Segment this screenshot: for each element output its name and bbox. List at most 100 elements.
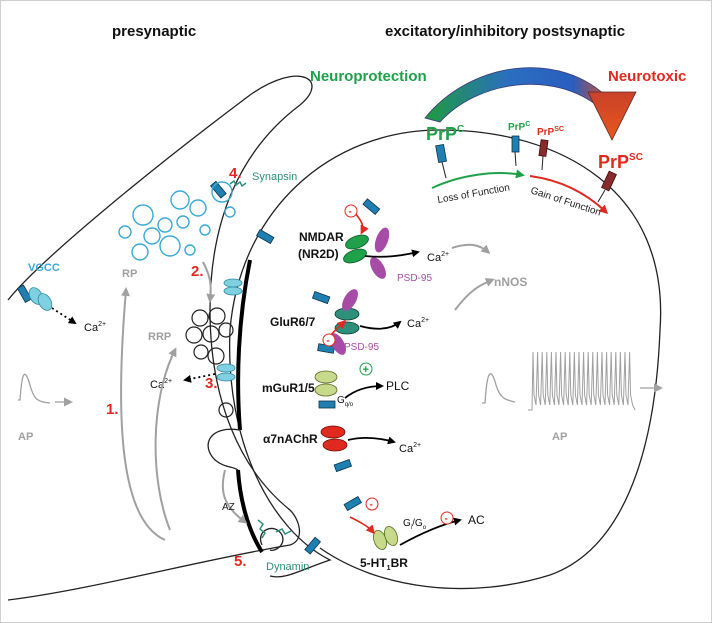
recycle-to-rp-arrow	[120, 287, 166, 541]
vgcc-label: VGCC	[28, 262, 60, 274]
psd95-icon	[370, 257, 386, 279]
ca-to-nnos-arrow	[451, 243, 491, 254]
ca-glur-label: Ca2+	[407, 317, 429, 330]
glur-ca-to-nnos-arrow	[454, 278, 495, 311]
step-1-label: 1.	[106, 401, 119, 418]
prpsc-anchor-large-icon	[597, 170, 617, 203]
nachr-label: α7nAChR	[263, 432, 318, 446]
prpsc-small-label: PrPSC	[537, 126, 564, 138]
membrane-receptor-icon	[362, 198, 381, 216]
plc-plus-label: +	[363, 364, 369, 376]
reserve-pool-vesicles	[118, 190, 236, 261]
plc-label: PLC	[386, 379, 410, 393]
mglur-receptor-icon	[314, 370, 338, 384]
glur-minus-badge	[322, 333, 336, 347]
nmdar-receptor-icon	[343, 248, 367, 264]
nmdar-minus-label: -	[349, 207, 352, 218]
synapsin-label: Synapsin	[252, 171, 297, 183]
postsynaptic-ap-trace	[482, 372, 516, 404]
exocytosis-pocket	[207, 428, 241, 471]
mglur-label: mGuR1/5	[262, 381, 315, 395]
ht1br-minus-badge	[365, 497, 379, 511]
ht1br-label: 5-HT1BR	[360, 556, 408, 572]
membrane-receptor-icon	[311, 290, 331, 305]
rp-to-rrp-arrow	[202, 261, 216, 303]
membrane-receptor-icon	[256, 228, 275, 245]
readily-releasable-vesicles	[185, 307, 234, 418]
recycle-to-rrp-arrow	[154, 347, 177, 531]
membrane-receptor-icon	[333, 458, 353, 473]
step-2-label: 2.	[191, 263, 204, 280]
psd95-icon	[374, 227, 390, 253]
active-zone-membrane	[236, 259, 264, 554]
mglur-plc-arrow	[344, 382, 384, 399]
loss-of-function-arrow	[431, 169, 525, 189]
prpc-small-label: PrPC	[508, 121, 530, 133]
plc-plus-badge	[359, 362, 373, 376]
glur-ca-arrow	[359, 320, 402, 330]
presynaptic-header: presynaptic	[112, 23, 196, 40]
rp-label: RP	[122, 268, 137, 280]
nachr-receptor-icon	[322, 438, 348, 452]
gain-of-function-arrow	[529, 175, 609, 215]
psd95-icon	[342, 289, 358, 311]
nmdar-ca-arrow	[364, 249, 420, 258]
postsynaptic-ap-label: AP	[552, 431, 567, 443]
ht1br-inhibition-arrow	[349, 516, 375, 535]
membrane-receptor-icon	[16, 284, 33, 303]
ac-label: AC	[468, 513, 485, 527]
neuroprotection-label: Neuroprotection	[310, 68, 427, 85]
ca-influx-arrow	[183, 373, 216, 383]
membrane-receptor-icon	[343, 495, 362, 512]
neurotoxic-label: Neurotoxic	[608, 68, 686, 85]
prpc-anchor-left-icon	[435, 143, 447, 179]
active-zone-channel-icon	[223, 278, 243, 288]
psd95-bottom-label: PSD-95	[344, 342, 379, 353]
ac-minus-badge	[440, 511, 454, 525]
ca-vgcc-label: Ca2+	[84, 321, 106, 334]
nnos-label: nNOS	[494, 275, 527, 289]
big-arrow-head-icon	[587, 91, 637, 141]
presynaptic-ap-trace	[18, 373, 51, 404]
ca-nachr-label: Ca2+	[399, 442, 421, 455]
active-zone-channel-icon	[223, 286, 243, 296]
vgcc-channel-icon	[37, 293, 53, 311]
active-zone-channel-icon	[216, 363, 236, 373]
postsynaptic-header: excitatory/inhibitory postsynaptic	[385, 23, 625, 40]
nmdar-subunit-label: (NR2D)	[298, 247, 339, 261]
ac-minus-label: -	[445, 514, 448, 525]
az-label: AZ	[222, 502, 235, 513]
nachr-ca-arrow	[347, 436, 396, 445]
nachr-receptor-icon	[320, 425, 346, 439]
psd95-top-label: PSD-95	[397, 273, 432, 284]
nmdar-minus-badge	[344, 204, 358, 218]
ht1br-minus-label: -	[370, 500, 373, 511]
dynamin-label: Dynamin	[266, 561, 309, 573]
step-4-label: 4.	[229, 165, 242, 182]
prpc-anchor-small-icon	[511, 135, 520, 167]
active-zone-channel-icon	[216, 372, 236, 382]
step-5-label: 5.	[234, 553, 247, 570]
mglur-g-label: Gq/o	[337, 395, 354, 408]
mglur-receptor-icon	[314, 383, 338, 397]
step-3-label: 3.	[205, 375, 218, 392]
glur-label: GluR6/7	[270, 315, 316, 329]
presynaptic-ap-label: AP	[18, 431, 33, 443]
glur-minus-label: -	[327, 336, 330, 347]
az-to-endocytosis-arrow	[221, 469, 248, 524]
nmdar-receptor-icon	[345, 234, 369, 250]
postsynaptic-cell	[228, 129, 662, 590]
prpsc-anchor-small-icon	[538, 139, 549, 171]
rrp-label: RRP	[148, 331, 171, 343]
endocytic-vesicle	[259, 527, 284, 551]
membrane-receptor-icon	[304, 536, 322, 555]
synapsin-vesicle	[211, 181, 233, 203]
gi-go-label: Gi/Go	[403, 518, 427, 531]
prpsc-large-label: PrPSC	[598, 152, 643, 172]
ht1br-receptor-icon	[384, 525, 398, 547]
spike-train-trace	[528, 351, 636, 411]
dynamin-chain-icon	[257, 519, 292, 539]
membrane-receptor-icon	[318, 400, 336, 409]
synapsin-chain-icon	[229, 179, 247, 188]
